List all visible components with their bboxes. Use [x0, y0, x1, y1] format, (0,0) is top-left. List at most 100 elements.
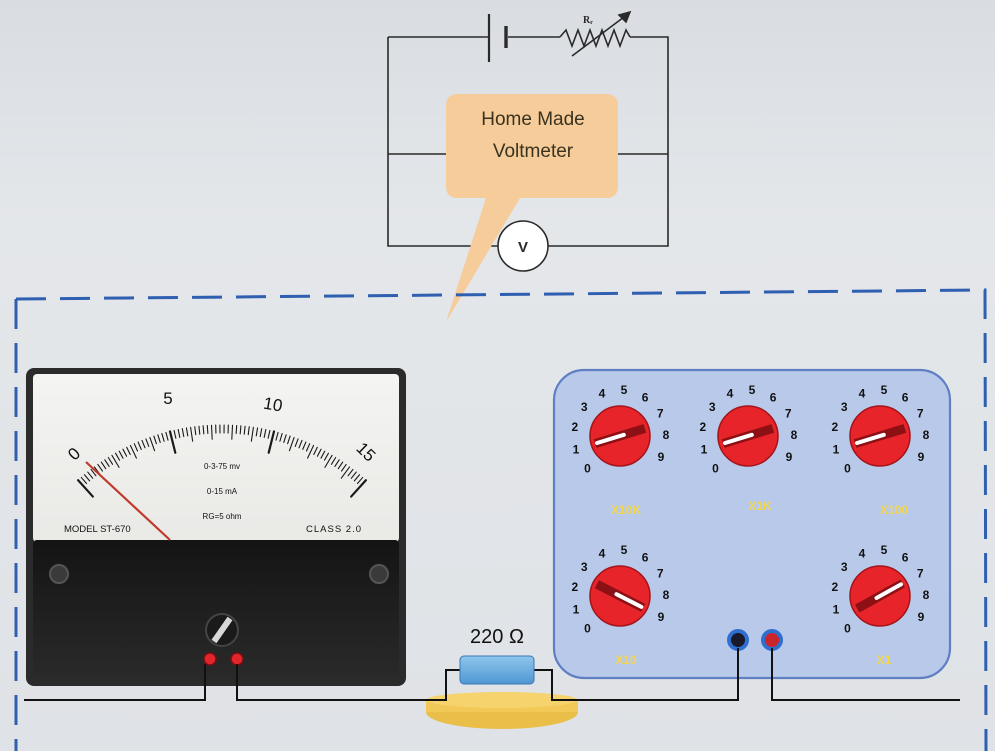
- dial-label: X1K: [748, 499, 772, 513]
- meter-terminal-right[interactable]: [230, 652, 244, 666]
- dial-pointer: [723, 432, 754, 446]
- meter-spec-range: 0-3-75 mv: [204, 462, 240, 471]
- dial-digit: 3: [841, 560, 848, 574]
- scale-tick: [267, 429, 271, 439]
- scale-tick: [324, 454, 333, 468]
- dial-digit: 9: [658, 450, 665, 464]
- dial-label: X1: [877, 653, 892, 667]
- dial-pointer: [595, 432, 626, 446]
- dial-digit: 9: [918, 450, 925, 464]
- scale-tick: [100, 461, 107, 470]
- scale-tick: [255, 427, 259, 437]
- dial-label: X10: [615, 653, 637, 667]
- scale-tick: [181, 428, 185, 438]
- dial-digit: 7: [657, 407, 664, 421]
- meter-terminal-left[interactable]: [203, 652, 217, 666]
- jack-black[interactable]: [727, 629, 749, 651]
- dial-digit: 4: [599, 387, 606, 401]
- scale-tick: [250, 426, 254, 442]
- dial-digit: 2: [700, 420, 707, 434]
- scale-tick: [129, 444, 137, 459]
- scale-tick: [337, 461, 344, 470]
- dial-digit: 0: [844, 462, 851, 476]
- scale-tick: [107, 456, 114, 465]
- dial-digit: 2: [832, 420, 839, 434]
- scale-tick: [177, 428, 181, 438]
- dial-digit: 1: [833, 602, 840, 616]
- battery-symbol: [487, 14, 508, 62]
- dial-digit: 9: [658, 610, 665, 624]
- meter-screw-left: [49, 564, 69, 584]
- dashed-enclosure: [14, 288, 988, 751]
- scale-tick: [307, 444, 315, 459]
- scale-tick: [80, 476, 88, 485]
- dial-pointer: [614, 592, 644, 609]
- dial-digit: 6: [642, 550, 649, 564]
- scale-tick: [97, 463, 103, 472]
- circuit-schematic: [387, 36, 669, 247]
- callout-line-2: Voltmeter: [492, 141, 574, 162]
- scale-tick: [161, 433, 165, 442]
- scale-tick: [350, 471, 357, 479]
- dial-digit: 6: [902, 390, 909, 404]
- scale-tick: [210, 424, 213, 440]
- dial-digit: 4: [727, 387, 734, 401]
- scale-tick: [126, 446, 131, 456]
- scale-tick: [267, 430, 276, 454]
- scale-tick: [87, 471, 94, 479]
- scale-tick: [294, 438, 299, 447]
- scale-tick: [141, 439, 146, 449]
- scale-tick: [190, 426, 194, 442]
- scale-tick: [165, 431, 169, 441]
- dial-label: X100: [880, 503, 908, 517]
- scale-tick: [243, 425, 246, 435]
- scale-tick: [347, 468, 354, 477]
- dial-digit: 7: [917, 407, 924, 421]
- dial-digit: 4: [859, 387, 866, 401]
- rheostat-label: Rᵣ: [583, 15, 593, 26]
- scale-tick: [305, 443, 311, 452]
- scale-tick: [298, 439, 303, 449]
- scale-tick: [206, 424, 209, 435]
- dial-label: X10K: [611, 503, 641, 517]
- scale-tick: [287, 435, 291, 445]
- dial-digit: 1: [833, 442, 840, 456]
- dial-digit: 5: [881, 383, 888, 397]
- callout-bubble: [446, 94, 618, 322]
- scale-tick: [168, 430, 177, 454]
- dial-digit: 0: [712, 462, 719, 476]
- voltmeter-symbol-label: V: [518, 239, 528, 256]
- dial-digit: 1: [573, 442, 580, 456]
- scale-tick: [330, 456, 337, 465]
- callout-text: Home Made Voltmeter: [448, 104, 618, 168]
- scale-tick: [153, 435, 157, 445]
- dial-digit: 6: [902, 550, 909, 564]
- scale-tick: [202, 425, 205, 435]
- dial-digit: 1: [701, 442, 708, 456]
- resistor-stand-rim: [426, 692, 578, 708]
- dial-digit: 1: [573, 602, 580, 616]
- dial-digit: 8: [663, 428, 670, 442]
- scale-tick: [313, 446, 318, 456]
- analog-meter: [26, 368, 406, 686]
- scale-tick: [350, 479, 367, 498]
- scale-tick: [283, 434, 287, 443]
- dial-digit: 7: [657, 567, 664, 581]
- dial-digit: 6: [642, 390, 649, 404]
- scale-tick: [275, 431, 279, 441]
- scale-tick: [235, 424, 238, 435]
- scale-tick: [259, 428, 263, 438]
- zero-adjust-knob[interactable]: [205, 613, 239, 647]
- resistor-label: 220 Ω: [470, 626, 524, 648]
- dial-digit: 7: [917, 567, 924, 581]
- dial-digit: 9: [786, 450, 793, 464]
- jack-red[interactable]: [761, 629, 783, 651]
- dial-digit: 3: [581, 400, 588, 414]
